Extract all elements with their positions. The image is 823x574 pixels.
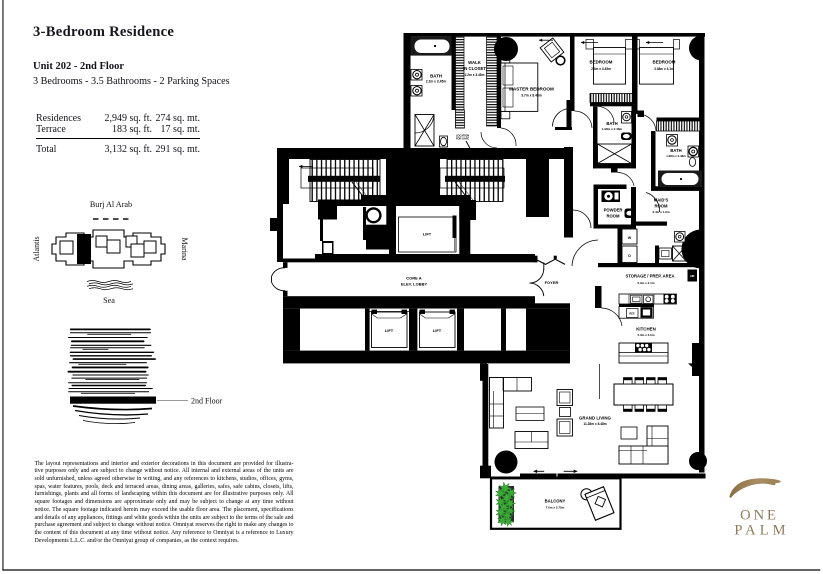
svg-text:GRAND LIVING: GRAND LIVING	[579, 416, 612, 421]
svg-text:1.98m x 2.48m: 1.98m x 2.48m	[602, 127, 623, 131]
svg-text:AIR: AIR	[690, 274, 695, 278]
svg-text:FOR SAFE: FOR SAFE	[456, 137, 469, 141]
svg-text:LIFT: LIFT	[423, 232, 432, 237]
svg-text:LOCATION: LOCATION	[456, 134, 469, 138]
svg-text:5.3m x 3.0m: 5.3m x 3.0m	[637, 333, 654, 337]
svg-text:CORE A: CORE A	[406, 276, 422, 281]
svg-text:11.28m x 8.48m: 11.28m x 8.48m	[583, 422, 606, 426]
svg-text:KITCHEN: KITCHEN	[636, 327, 656, 332]
svg-text:BATH: BATH	[430, 74, 442, 79]
svg-text:3.38m x 3.1m: 3.38m x 3.1m	[654, 67, 674, 71]
svg-text:D: D	[628, 254, 631, 258]
svg-text:BALCONY: BALCONY	[545, 499, 566, 504]
svg-text:Marina: Marina	[180, 237, 189, 261]
svg-text:LIFT: LIFT	[385, 328, 394, 333]
svg-text:BATH: BATH	[606, 121, 617, 126]
svg-text:Sea: Sea	[103, 296, 115, 305]
svg-text:PALM: PALM	[734, 523, 789, 539]
svg-text:ROOM: ROOM	[606, 214, 620, 219]
svg-text:Burj Al Arab: Burj Al Arab	[90, 200, 132, 209]
svg-text:LIFT: LIFT	[433, 328, 442, 333]
svg-text:REF.: REF.	[629, 312, 635, 316]
svg-text:5.3m x 2.1m: 5.3m x 2.1m	[637, 281, 654, 285]
svg-text:BEDROOM: BEDROOM	[590, 60, 613, 65]
svg-text:POWDER: POWDER	[604, 208, 623, 213]
svg-text:2.3m x 3.45m: 2.3m x 3.45m	[591, 67, 611, 71]
svg-text:Atlantis: Atlantis	[32, 236, 41, 261]
svg-text:FOYER: FOYER	[545, 280, 559, 285]
svg-text:WALK: WALK	[468, 60, 482, 65]
svg-text:ROOM: ROOM	[654, 204, 668, 209]
svg-text:MAID'S: MAID'S	[654, 198, 669, 203]
svg-text:IN CLOSET: IN CLOSET	[463, 66, 486, 71]
svg-text:STORAGE / PREP. AREA: STORAGE / PREP. AREA	[625, 274, 674, 279]
svg-text:3.7m x 8.48m: 3.7m x 8.48m	[521, 94, 542, 98]
svg-text:1.98m x 2.48m: 1.98m x 2.48m	[666, 154, 686, 158]
svg-text:2.2m x 3.45m: 2.2m x 3.45m	[426, 80, 447, 84]
svg-text:ELEV. LOBBY: ELEV. LOBBY	[401, 282, 428, 287]
svg-text:7.0m x 2.75m: 7.0m x 2.75m	[546, 505, 565, 509]
svg-text:2nd Floor: 2nd Floor	[191, 397, 223, 406]
svg-text:MASTER BEDROOM: MASTER BEDROOM	[509, 87, 554, 92]
svg-text:2.2m x 3.45m: 2.2m x 3.45m	[465, 73, 485, 77]
svg-text:3.4m x 1.9m: 3.4m x 1.9m	[652, 210, 669, 214]
svg-text:BATH: BATH	[670, 148, 681, 153]
svg-text:W: W	[628, 236, 632, 240]
svg-text:BEDROOM: BEDROOM	[653, 60, 676, 65]
svg-text:ONE: ONE	[740, 508, 779, 524]
